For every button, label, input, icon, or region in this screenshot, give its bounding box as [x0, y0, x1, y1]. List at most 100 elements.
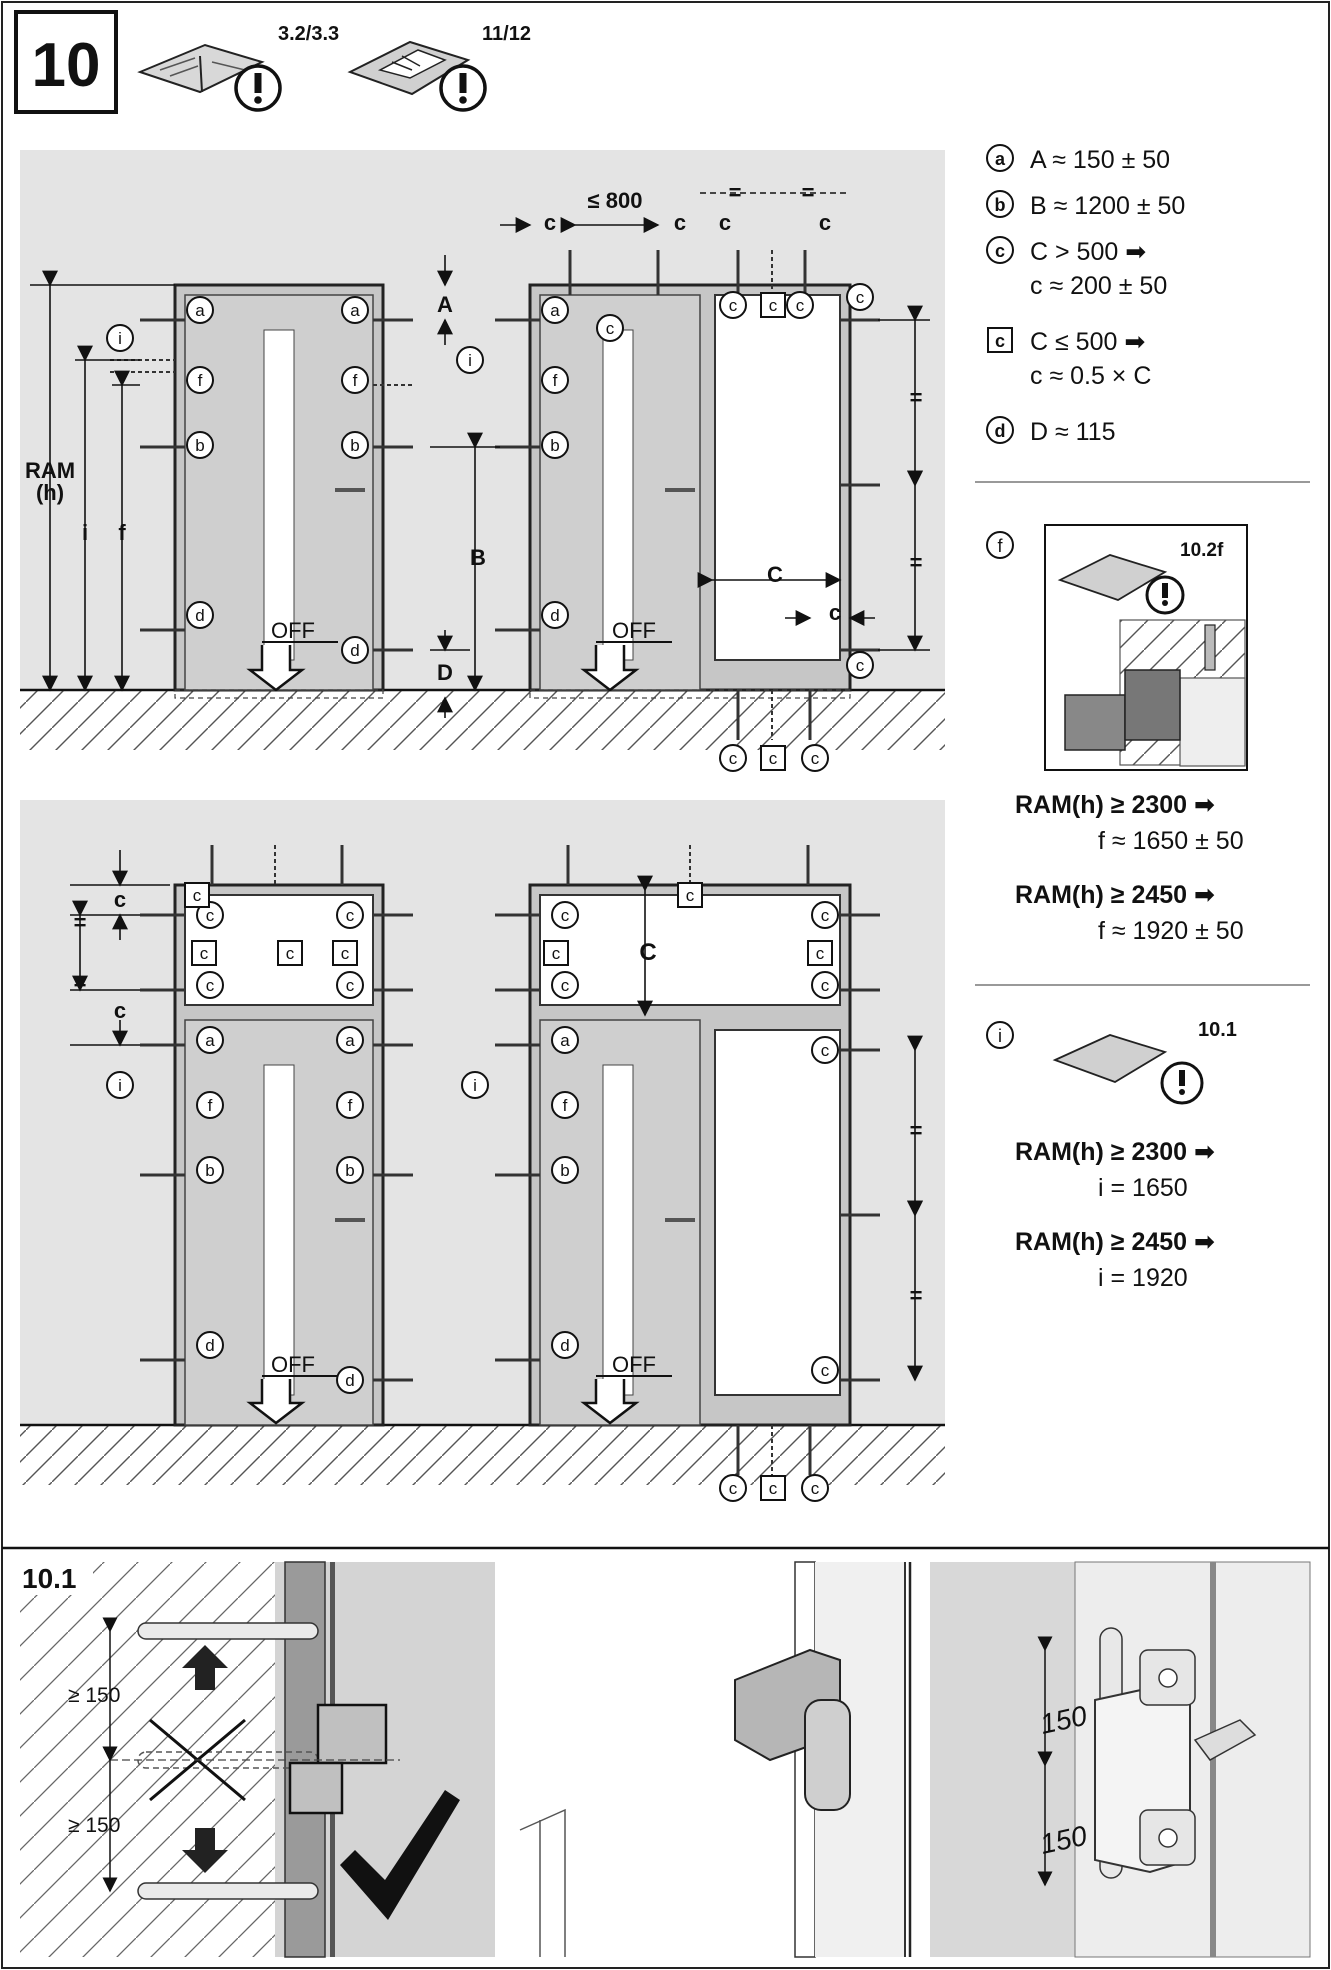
svg-text:c: c [856, 656, 865, 675]
marker-d: d [186, 601, 214, 629]
marker-c: c [801, 744, 829, 772]
svg-text:b: b [560, 1161, 569, 1180]
marker-c: c [811, 971, 839, 999]
dim-C-mid: C [639, 939, 656, 966]
marker-c-boxed: c [760, 1475, 786, 1501]
dim-i-label: i [82, 520, 88, 545]
legend-text-2: c ≈ 0.5 × C [1030, 362, 1151, 390]
dim-c-mid-1: c [114, 887, 126, 912]
svg-text:c: c [821, 1041, 830, 1060]
dim-le800-label: ≤ 800 [588, 188, 643, 213]
marker-c: c [336, 971, 364, 999]
svg-text:d: d [550, 606, 559, 625]
svg-text:c: c [769, 749, 778, 768]
svg-text:c: c [856, 288, 865, 307]
dim-eq-mid-4: = [910, 1283, 923, 1308]
dimension-lines-top [30, 192, 930, 718]
marker-c: c [786, 291, 814, 319]
dim-eq-mid-1: = [74, 910, 87, 935]
dim-c-top-3: c [719, 210, 731, 235]
svg-text:c: c [821, 906, 830, 925]
min-distance-bottom: ≥ 150 [68, 1814, 120, 1837]
min-distance-top: ≥ 150 [68, 1684, 120, 1707]
note-f: f 10.2f [986, 524, 1248, 771]
svg-text:i: i [468, 351, 472, 370]
dimension-lines-mid [70, 850, 923, 1382]
manual-book-open-icon-f [1057, 554, 1168, 601]
marker-i: i [106, 1071, 134, 1099]
svg-text:c: c [729, 296, 738, 315]
svg-text:f: f [997, 536, 1003, 556]
marker-c: c [811, 901, 839, 929]
marker-b: b [186, 431, 214, 459]
svg-text:c: c [769, 1479, 778, 1498]
svg-text:OFF: OFF [271, 1352, 315, 1377]
marker-f: f [196, 1091, 224, 1119]
note-f-ref: 10.2f [1180, 540, 1224, 561]
floor-hatch-top [20, 690, 945, 750]
dowel-top [137, 1622, 319, 1640]
dim-eq-2: = [910, 550, 923, 575]
marker-c-boxed: c [332, 940, 358, 966]
svg-text:c: c [193, 886, 202, 905]
svg-text:f: f [553, 371, 558, 390]
marker-d: d [541, 601, 569, 629]
hinge-plate [316, 1703, 388, 1765]
marker-c-boxed: c [184, 882, 210, 908]
dim-c-top-4: c [819, 210, 831, 235]
marker-c: c [719, 744, 747, 772]
rule-condition: RAM(h) ≥ 2450 ➡ [1015, 881, 1215, 909]
marker-a: a [336, 1026, 364, 1054]
svg-text:b: b [550, 436, 559, 455]
marker-c-boxed: c [760, 292, 786, 318]
legend-text: D ≈ 115 [1030, 418, 1116, 446]
dim-f-label: f [118, 520, 126, 545]
dim-c-mid-2: c [114, 998, 126, 1023]
marker-c-boxed: c [677, 882, 703, 908]
legend-text-2: c ≈ 200 ± 50 [1030, 272, 1167, 300]
marker-a: a [341, 296, 369, 324]
svg-text:d: d [350, 641, 359, 660]
legend-marker: b [995, 195, 1006, 215]
dim-c-top-2: c [674, 210, 686, 235]
svg-text:a: a [195, 301, 205, 320]
arrow-up-icon [182, 1645, 228, 1690]
dim-eq-top-2: = [802, 180, 815, 205]
svg-text:d: d [195, 606, 204, 625]
detail-panel-1: 10.1 ≥ 150 ≥ 150 [15, 1555, 495, 1958]
anchor-set-door-2 [495, 250, 880, 740]
svg-text:c: c [816, 944, 825, 963]
legend-text: C > 500 ➡ [1030, 238, 1146, 266]
rule-value: i = 1650 [1098, 1174, 1188, 1202]
dim-eq-mid-2: = [74, 970, 87, 995]
dim-D-label: D [437, 660, 453, 685]
svg-text:b: b [195, 436, 204, 455]
legend-text: C ≤ 500 ➡ [1030, 328, 1145, 356]
svg-text:i: i [998, 1026, 1002, 1046]
marker-a: a [186, 296, 214, 324]
ram-h-label: (h) [36, 480, 64, 505]
svg-text:f: f [198, 371, 203, 390]
marker-b: b [541, 431, 569, 459]
marker-c: c [196, 971, 224, 999]
dim-A-label: A [437, 292, 453, 317]
svg-text:c: c [729, 1479, 738, 1498]
note-i-ref: 10.1 [1198, 1019, 1237, 1041]
anchor-screw [1204, 624, 1216, 671]
svg-text:c: c [606, 319, 615, 338]
marker-c: c [846, 651, 874, 679]
dim-eq-top-1: = [729, 180, 742, 205]
svg-text:i: i [473, 1076, 477, 1095]
svg-text:OFF: OFF [271, 618, 315, 643]
warning-exclamation-icon-2 [439, 64, 487, 112]
svg-text:c: c [552, 944, 561, 963]
step-number: 10 [32, 31, 101, 100]
marker-a: a [196, 1026, 224, 1054]
svg-text:c: c [821, 1361, 830, 1380]
marker-c-boxed: c [191, 940, 217, 966]
